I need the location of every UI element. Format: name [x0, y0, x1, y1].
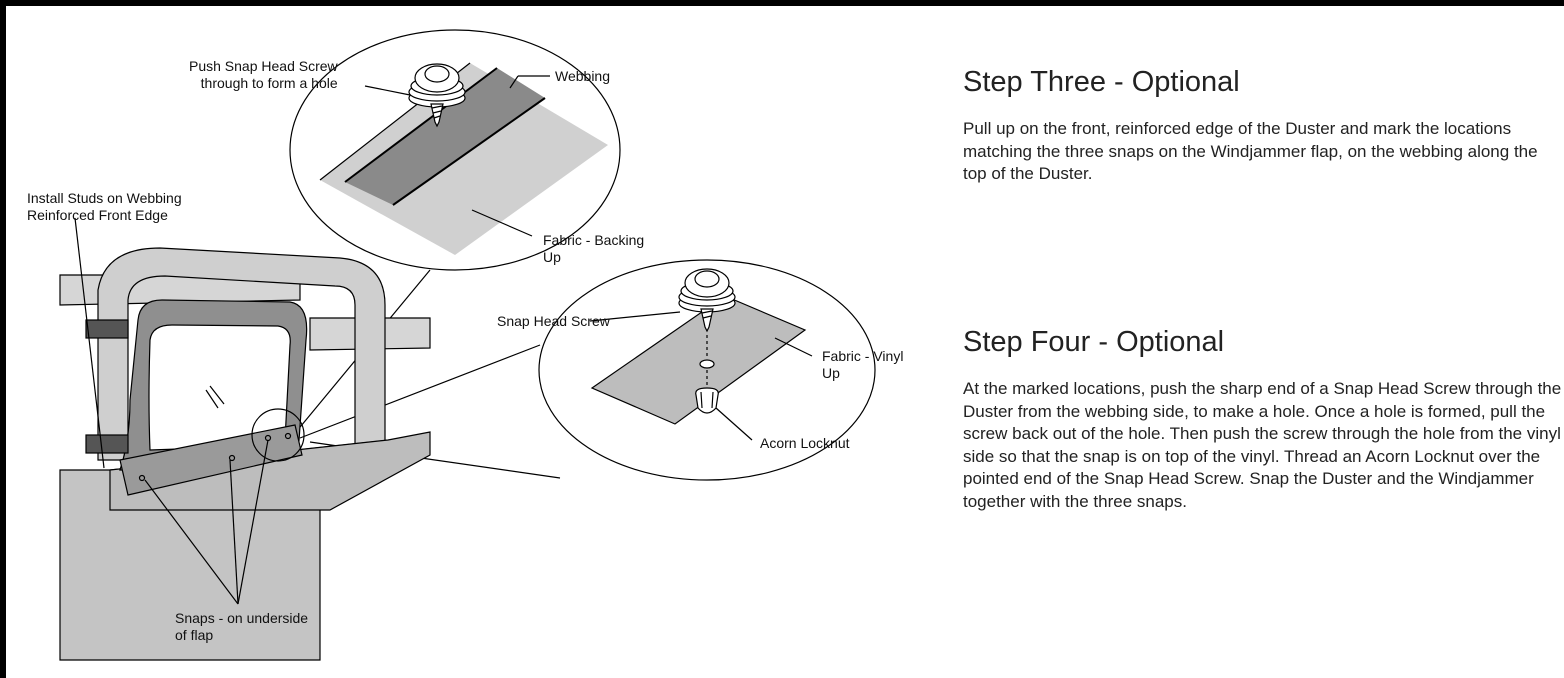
windjammer-flap: [119, 424, 303, 496]
callout-snap-head-screw: Snap Head Screw: [497, 313, 610, 329]
callout-acorn-locknut: Acorn Locknut: [760, 435, 850, 451]
snap-head-screw-bottom-icon: [678, 268, 736, 333]
callout-fabric-vinyl-up: Fabric - Vinyl Up: [822, 348, 904, 381]
step-three-title: Step Three - Optional: [963, 66, 1240, 98]
jeep-rollbar-illustration: [59, 247, 431, 661]
callout-fabric-backing-up: Fabric - Backing Up: [543, 232, 645, 265]
detail-circle-top: [289, 29, 621, 271]
step-four-title: Step Four - Optional: [963, 326, 1225, 358]
callout-webbing: Webbing: [555, 68, 611, 84]
snap-head-screw-top-icon: [408, 63, 466, 128]
installation-illustration: [59, 29, 876, 661]
webbing-band: [345, 68, 545, 205]
step-three-body: Pull up on the front, reinforced edge of…: [963, 119, 1538, 183]
detail-circle-bottom: [538, 259, 876, 481]
fabric-backing-band: [320, 63, 608, 255]
step-four-body: At the marked locations, push the sharp …: [963, 379, 1562, 511]
callout-push-snap-head-screw: Push Snap Head Screw through to form a h…: [189, 58, 338, 91]
vinyl-fabric: [590, 295, 807, 425]
acorn-locknut-icon: [695, 387, 719, 414]
callout-snaps-underside: Snaps - on underside of flap: [175, 610, 309, 643]
callout-install-studs: Install Studs on Webbing Reinforced Fron…: [27, 190, 182, 223]
